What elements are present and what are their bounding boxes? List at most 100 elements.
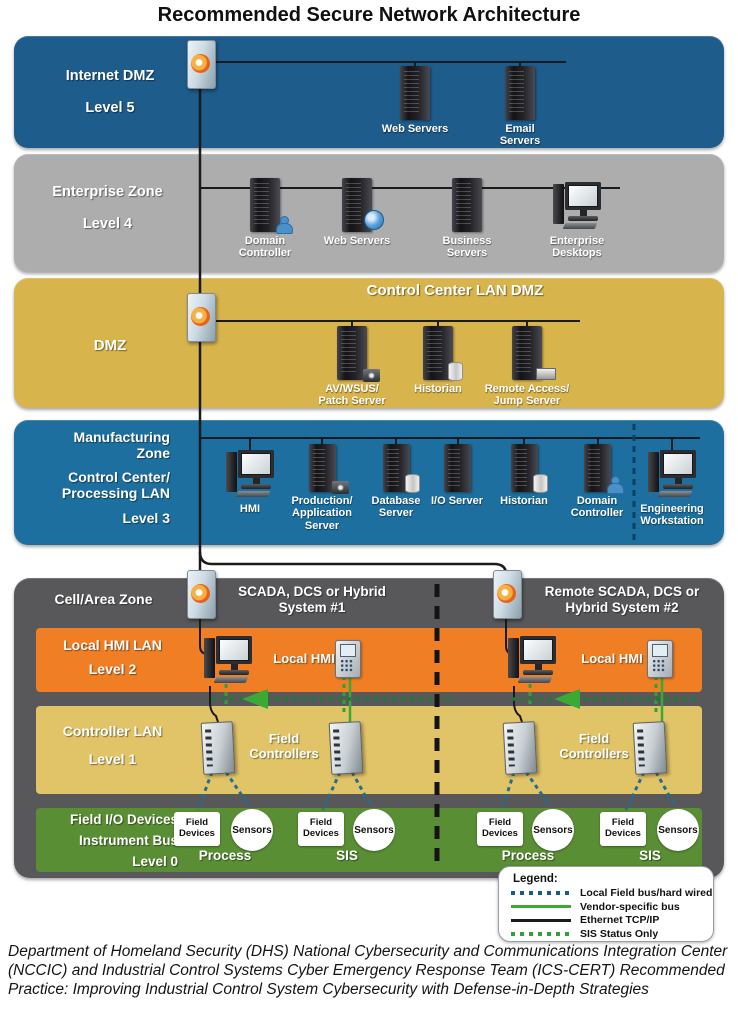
sensors-circle: Sensors <box>353 809 395 851</box>
server-icon <box>583 444 624 494</box>
field-controller-3 <box>502 721 538 775</box>
zone-level: Level 3 <box>122 509 170 526</box>
field-devices-box: Field Devices <box>174 812 220 846</box>
system2-title: Remote SCADA, DCS or Hybrid System #2 <box>544 584 700 615</box>
database-cylinder-icon <box>404 474 420 493</box>
zone-label-local-hmi-lan: Local HMI LAN Level 2 <box>40 637 185 677</box>
server-icon <box>505 66 535 120</box>
device-label: Production/ Application Server <box>291 495 353 532</box>
bus-label-sis-1: SIS <box>336 848 358 863</box>
legend-row: Ethernet TCP/IP <box>511 915 713 926</box>
branch-to-remote <box>198 551 508 576</box>
field-devices-box: Field Devices <box>298 812 344 846</box>
database-cylinder-icon <box>448 362 463 381</box>
server-icon <box>512 326 556 380</box>
field-controller-2 <box>328 721 364 775</box>
firewall-icon <box>187 40 216 89</box>
sensors-circle: Sensors <box>532 809 574 851</box>
bus-label-process-1: Process <box>198 848 252 863</box>
band-internet-dmz <box>14 36 724 148</box>
legend-label: Vendor-specific bus <box>580 900 680 913</box>
zone-label-manufacturing: Manufacturing Zone Control Center/ Proce… <box>40 429 170 526</box>
handheld-hmi-2 <box>647 640 673 678</box>
legend-label: Local Field bus/hard wired <box>580 887 713 899</box>
device-label: Engineering Workstation <box>640 503 704 528</box>
device-label: Business Servers <box>442 235 492 260</box>
device-database-server: Database Server <box>360 444 432 520</box>
device-enterprise-desktops: Enterprise Desktops <box>537 178 617 260</box>
camera-icon <box>363 369 380 382</box>
zone-level: Level 1 <box>88 750 137 767</box>
device-label: Domain Controller <box>570 495 624 520</box>
device-label: AV/WSUS/ Patch Server <box>318 383 386 408</box>
handheld-hmi-icon <box>647 640 673 678</box>
source-attribution: Department of Homeland Security (DHS) Na… <box>8 943 728 999</box>
device-historian-dmz: Historian <box>400 326 476 395</box>
zone-label-dmz: DMZ <box>30 337 190 355</box>
legend-label: Ethernet TCP/IP <box>580 914 660 926</box>
controller-icon <box>502 721 538 775</box>
zone-name: Manufacturing Zone <box>73 429 170 461</box>
server-icon <box>452 178 482 232</box>
device-domain-controller-l4: Domain Controller <box>227 178 303 260</box>
device-production-application-server: Production/ Application Server <box>286 444 358 532</box>
legend: Legend: Local Field bus/hard wired Vendo… <box>498 866 714 942</box>
person-icon <box>606 476 624 494</box>
zone-level: Level 5 <box>85 100 135 117</box>
vendor-bus-line-sample <box>511 905 571 909</box>
desktop-computer-icon <box>553 178 601 232</box>
device-label: Email Servers <box>499 123 541 148</box>
local-hmi-desktop-2 <box>508 632 556 686</box>
band-dmz <box>14 278 724 408</box>
firewall-icon <box>187 570 216 619</box>
server-icon <box>423 326 463 381</box>
local-hmi-label-1: Local HMI <box>273 651 335 666</box>
device-label: Enterprise Desktops <box>549 235 605 260</box>
handheld-hmi-icon <box>335 640 361 678</box>
field-devices-box: Field Devices <box>477 812 523 846</box>
zone-label-enterprise: Enterprise Zone Level 4 <box>25 184 190 232</box>
local-field-bus-line-sample <box>511 891 571 896</box>
desktop-computer-icon <box>508 632 556 686</box>
controller-icon <box>632 721 668 775</box>
device-web-servers-l4: Web Servers <box>319 178 395 247</box>
page-title: Recommended Secure Network Architecture <box>157 4 581 26</box>
zone-subname: Control Center/ Processing LAN <box>61 469 170 502</box>
device-label: Database Server <box>371 495 421 520</box>
device-io-server: I/O Server <box>424 444 490 507</box>
zone-name: Internet DMZ <box>65 68 155 84</box>
zone-name: Controller LAN <box>62 723 163 739</box>
legend-row: Local Field bus/hard wired <box>511 888 713 899</box>
legend-row: Vendor-specific bus <box>511 900 713 913</box>
desktop-computer-icon <box>648 446 696 500</box>
globe-icon <box>364 210 384 230</box>
sis-status-line-sample <box>511 931 571 936</box>
handheld-hmi-1 <box>335 640 361 678</box>
legend-label: SIS Status Only <box>580 927 659 940</box>
device-label: Web Servers <box>323 235 391 247</box>
field-devices-box: Field Devices <box>600 812 646 846</box>
zone-label-controller-lan: Controller LAN Level 1 <box>40 723 185 767</box>
device-hmi: HMI <box>214 446 286 515</box>
network-box-icon <box>536 368 556 380</box>
zone-label-internet-dmz: Internet DMZ Level 5 <box>30 68 190 116</box>
device-label: Domain Controller <box>238 235 292 260</box>
device-historian-l3: Historian <box>488 444 560 507</box>
camera-icon <box>331 481 349 494</box>
zone-level: Level 0 <box>132 854 178 870</box>
server-icon <box>400 66 430 120</box>
device-engineering-workstation: Engineering Workstation <box>630 446 714 528</box>
sensors-circle: Sensors <box>657 809 699 851</box>
server-icon <box>308 444 349 494</box>
device-label: Historian <box>500 495 548 507</box>
server-icon <box>510 444 548 493</box>
bus-label-sis-2: SIS <box>639 848 661 863</box>
device-remote-access-jump-server: Remote Access/ Jump Server <box>475 326 579 408</box>
device-label: I/O Server <box>431 495 483 507</box>
band-local-hmi-lan <box>36 628 702 692</box>
server-icon <box>443 444 471 492</box>
field-controller-1 <box>200 721 236 775</box>
device-business-servers: Business Servers <box>429 178 505 260</box>
field-controllers-label-2: Field Controllers <box>559 731 629 761</box>
